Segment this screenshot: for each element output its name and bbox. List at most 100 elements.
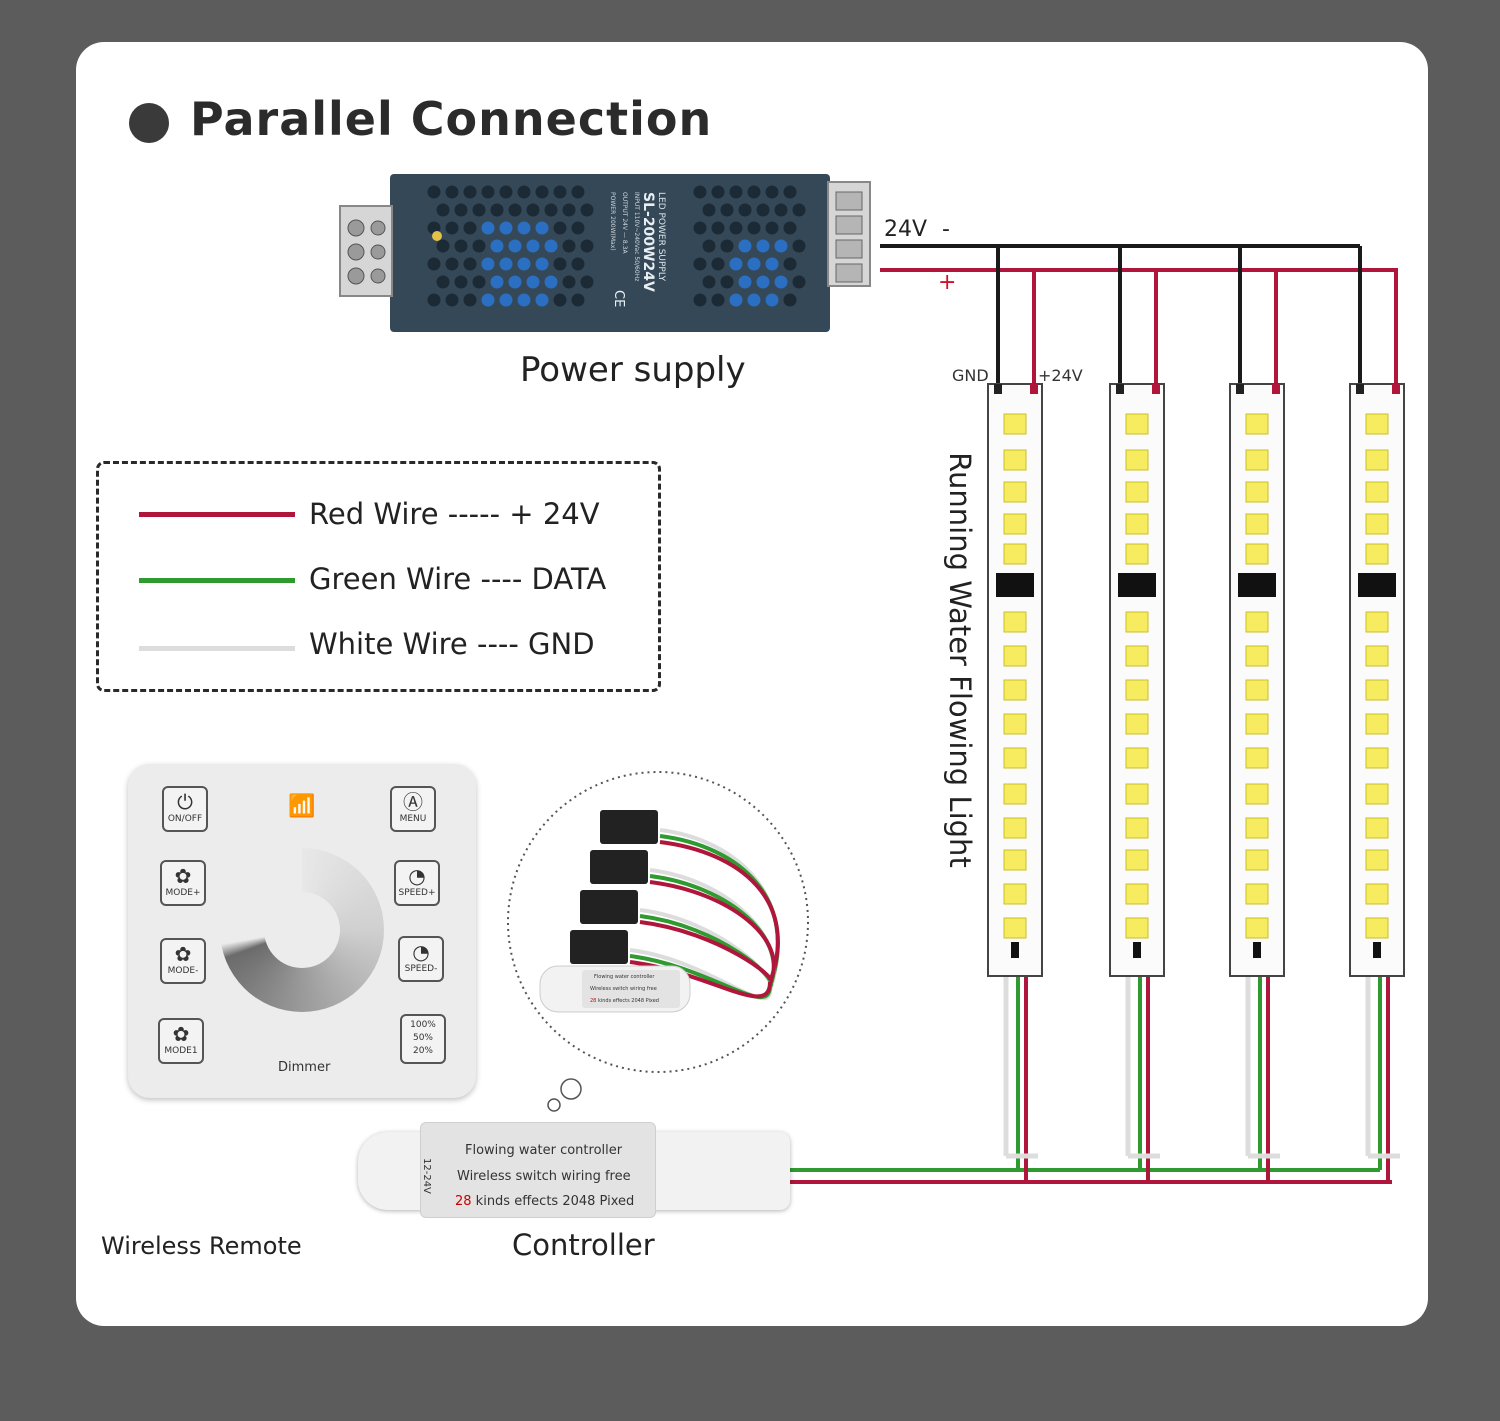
gauge-icon: ◔	[412, 940, 430, 964]
speed-minus-button[interactable]: ◔ SPEED-	[398, 936, 444, 982]
legend-white-swatch	[139, 646, 295, 651]
led-chip	[1245, 645, 1269, 667]
brightness-button[interactable]: 100% 50% 20%	[400, 1014, 446, 1064]
connector-cable	[649, 880, 776, 983]
connector-plug	[600, 810, 658, 844]
fan-icon: ✿	[174, 942, 192, 966]
led-chip	[1365, 849, 1389, 871]
led-chip	[1245, 883, 1269, 905]
led-chip	[1125, 611, 1149, 633]
led-chip	[1003, 413, 1027, 435]
strip-gnd-pad	[1236, 384, 1244, 394]
controller-label-plate: Flowing water controller Wireless switch…	[420, 1122, 656, 1218]
legend-red-swatch	[139, 512, 295, 517]
led-chip	[1245, 611, 1269, 633]
led-chip	[1365, 817, 1389, 839]
bubble-controller-line3: 28 kinds effects 2048 Pixed	[590, 998, 659, 1004]
led-chip	[1003, 543, 1027, 565]
led-chip	[1003, 713, 1027, 735]
led-chip	[1125, 645, 1149, 667]
led-chip	[1125, 513, 1149, 535]
wireless-remote-label: Wireless Remote	[101, 1232, 302, 1260]
led-chip	[1365, 679, 1389, 701]
driver-ic	[1358, 573, 1396, 597]
driver-ic	[1238, 573, 1276, 597]
led-chip	[1245, 747, 1269, 769]
page-title: Parallel Connection	[190, 92, 713, 146]
led-chip	[1003, 449, 1027, 471]
led-chip	[1003, 645, 1027, 667]
fan-icon: ✿	[172, 1022, 190, 1046]
strip-resistor	[1253, 942, 1261, 958]
v24-label: +24V	[1038, 366, 1083, 385]
legend-green-swatch	[139, 578, 295, 583]
strip-resistor	[1373, 942, 1381, 958]
strip-gnd-pad	[994, 384, 1002, 394]
led-chip	[1245, 481, 1269, 503]
power-supply-label: Power supply	[520, 350, 746, 390]
led-chip	[1125, 679, 1149, 701]
led-chip	[1003, 849, 1027, 871]
led-chip	[1245, 783, 1269, 805]
legend-red-text: Red Wire ----- + 24V	[309, 497, 600, 531]
strip-resistor	[1133, 942, 1141, 958]
led-chip	[1365, 883, 1389, 905]
strip-v24-pad	[1152, 384, 1160, 394]
led-chip	[1125, 849, 1149, 871]
led-chip	[1003, 917, 1027, 939]
led-chip	[1245, 413, 1269, 435]
dimmer-wheel[interactable]	[220, 848, 384, 1012]
led-chip	[1365, 481, 1389, 503]
mode1-button[interactable]: ✿ MODE1	[158, 1018, 204, 1064]
onoff-button[interactable]: ⏻ ON/OFF	[162, 786, 208, 832]
led-chip	[1365, 449, 1389, 471]
mode-minus-button[interactable]: ✿ MODE-	[160, 938, 206, 984]
led-chip	[1365, 645, 1389, 667]
bubble-controller-line2: Wireless switch wiring free	[590, 986, 657, 992]
controller-label: Controller	[512, 1228, 655, 1262]
title-bullet	[129, 103, 169, 143]
minus-label: -	[942, 217, 950, 242]
strip-resistor	[1011, 942, 1019, 958]
auto-icon: Ⓐ	[403, 790, 423, 814]
led-chip	[1365, 513, 1389, 535]
led-chip	[1003, 513, 1027, 535]
led-chip	[1003, 883, 1027, 905]
plus-label: +	[938, 270, 957, 295]
led-chip	[1245, 817, 1269, 839]
wire-legend: Red Wire ----- + 24V Green Wire ---- DAT…	[96, 461, 661, 692]
led-chip	[1365, 747, 1389, 769]
connector-cable	[659, 840, 780, 983]
strip-gnd-pad	[1116, 384, 1124, 394]
led-chip	[1003, 783, 1027, 805]
led-chip	[1125, 449, 1149, 471]
led-chip	[1125, 543, 1149, 565]
dimmer-label: Dimmer	[278, 1060, 331, 1075]
led-chip	[1003, 679, 1027, 701]
led-chip	[1003, 481, 1027, 503]
strip-v24-pad	[1030, 384, 1038, 394]
mode-plus-button[interactable]: ✿ MODE+	[160, 860, 206, 906]
led-chip	[1125, 917, 1149, 939]
led-chip	[1245, 513, 1269, 535]
speed-plus-button[interactable]: ◔ SPEED+	[394, 860, 440, 906]
power-icon: ⏻	[177, 790, 193, 814]
led-chip	[1365, 783, 1389, 805]
legend-green-text: Green Wire ---- DATA	[309, 562, 607, 596]
led-chip	[1125, 747, 1149, 769]
fan-icon: ✿	[174, 864, 192, 888]
wifi-icon: 📶	[288, 794, 316, 819]
strip-v24-pad	[1392, 384, 1400, 394]
connector-plug	[580, 890, 638, 924]
led-chip	[1365, 713, 1389, 735]
led-chip	[1365, 413, 1389, 435]
led-chip	[1245, 713, 1269, 735]
led-chip	[1125, 413, 1149, 435]
led-chip	[1003, 747, 1027, 769]
legend-white-text: White Wire ---- GND	[309, 627, 595, 661]
led-chip	[1365, 543, 1389, 565]
menu-button[interactable]: Ⓐ MENU	[390, 786, 436, 832]
led-chip	[1125, 713, 1149, 735]
